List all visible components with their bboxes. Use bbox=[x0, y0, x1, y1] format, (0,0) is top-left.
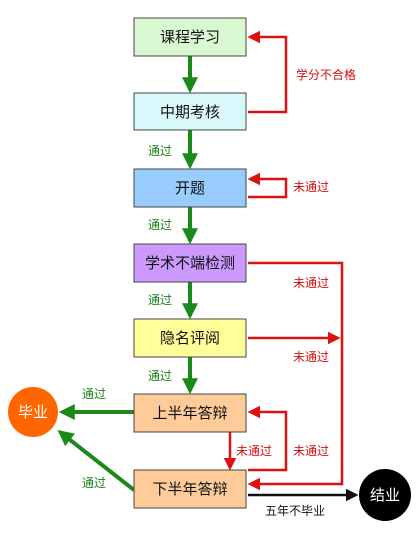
node-course: 课程学习 bbox=[133, 17, 247, 57]
node-course-label: 课程学习 bbox=[160, 28, 220, 46]
arrow-proposal-fail-loop bbox=[247, 172, 288, 199]
label-credit-fail: 学分不合格 bbox=[296, 67, 356, 82]
node-defense1: 上半年答辩 bbox=[133, 393, 247, 433]
node-midterm-label: 中期考核 bbox=[160, 103, 220, 121]
fail-arrows bbox=[223, 30, 344, 491]
arrow-defense2-fail-loop bbox=[247, 405, 288, 472]
label-pass-proposal: 通过 bbox=[148, 218, 172, 232]
node-complete: 结业 bbox=[359, 469, 411, 521]
node-graduate: 毕业 bbox=[8, 387, 58, 437]
node-midterm-box bbox=[133, 92, 247, 131]
node-misconduct: 学术不端检测 bbox=[133, 243, 247, 283]
node-defense2: 下半年答辩 bbox=[133, 469, 247, 509]
label-pass-misconduct: 通过 bbox=[148, 293, 172, 307]
node-blind: 隐名评阅 bbox=[133, 318, 247, 358]
label-fail-misconduct: 未通过 bbox=[293, 276, 329, 290]
node-misconduct-label: 学术不端检测 bbox=[145, 254, 235, 272]
node-midterm: 中期考核 bbox=[133, 92, 247, 131]
label-fail-blind: 未通过 bbox=[293, 350, 329, 364]
node-defense2-label: 下半年答辩 bbox=[152, 480, 227, 498]
arrow-defense2-to-graduate bbox=[57, 430, 136, 492]
node-graduate-label: 毕业 bbox=[18, 403, 48, 421]
arrow-misconduct-fail bbox=[247, 261, 344, 491]
node-proposal-label: 开题 bbox=[175, 179, 205, 197]
node-blind-label: 隐名评阅 bbox=[160, 329, 220, 347]
label-pass-defense2: 通过 bbox=[82, 476, 106, 490]
label-pass-blind: 通过 bbox=[148, 369, 172, 383]
label-pass-defense1: 通过 bbox=[82, 387, 106, 401]
node-course-box bbox=[133, 17, 247, 57]
label-fail-proposal: 未通过 bbox=[293, 180, 329, 194]
node-blind-box bbox=[133, 318, 247, 358]
node-proposal: 开题 bbox=[133, 168, 247, 208]
node-misconduct-box bbox=[133, 243, 247, 283]
node-graduate-circle bbox=[8, 387, 58, 437]
node-complete-label: 结业 bbox=[370, 486, 400, 504]
node-complete-circle bbox=[359, 469, 411, 521]
node-defense1-box bbox=[133, 393, 247, 433]
label-five-years: 五年不毕业 bbox=[265, 504, 325, 518]
pass-arrows bbox=[57, 56, 198, 492]
node-defense1-label: 上半年答辩 bbox=[152, 404, 227, 422]
label-pass-midterm: 通过 bbox=[148, 144, 172, 158]
node-proposal-box bbox=[133, 168, 247, 208]
node-defense2-box bbox=[133, 469, 247, 509]
label-fail-defense1: 未通过 bbox=[236, 444, 272, 458]
arrow-credit-fail-loop bbox=[247, 30, 288, 114]
label-fail-defense2: 未通过 bbox=[293, 444, 329, 458]
